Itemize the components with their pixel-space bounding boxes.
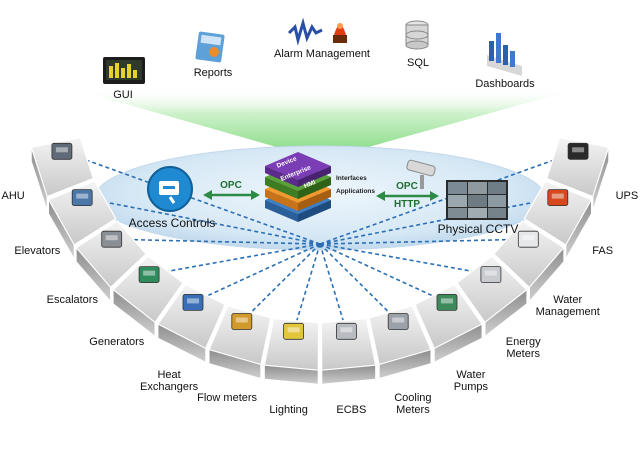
arc-segment-side (47, 197, 75, 261)
arc-segment-side (157, 323, 207, 364)
connection-lines (61, 150, 579, 332)
device-label: FAS (592, 244, 614, 257)
device-label: ECBS (336, 403, 367, 416)
alarm-beacon-icon (287, 17, 347, 46)
arc-segment-side (321, 364, 377, 385)
protocol-opc-right: OPC (396, 181, 418, 192)
connection-line (241, 243, 321, 323)
arc-segment-side (528, 246, 565, 303)
device-label: UPS (615, 189, 639, 202)
flow-meter-icon (231, 313, 253, 330)
label-dashboards: Dashboards (475, 78, 535, 90)
label-alarm-management: Alarm Management (274, 48, 370, 60)
arc-segment-side (378, 349, 432, 380)
label-access-controls: Access Controls (128, 216, 216, 230)
connection-line (82, 196, 321, 245)
ups-icon (567, 142, 589, 160)
connection-line (319, 243, 399, 323)
water-tank-icon (517, 230, 539, 248)
opc-arrow-left (203, 190, 260, 200)
device-label: Heat Exchangers (140, 369, 199, 394)
connection-line (148, 243, 321, 276)
reports-book-icon (195, 31, 225, 63)
arc-segment-side (112, 288, 156, 338)
device-label: Cooling Meters (394, 391, 432, 416)
protocol-http-right: HTTP (393, 199, 421, 210)
arc-segment-side (592, 147, 610, 211)
caption-interfaces: Interfaces (336, 175, 367, 182)
device-label: Elevators (14, 244, 61, 257)
arc-segment-side (208, 349, 262, 380)
label-gui: GUI (113, 89, 133, 101)
connection-line (319, 150, 579, 245)
core-platform-stack (265, 152, 331, 222)
caption-applications: Applications (336, 188, 376, 195)
device-label: Flow meters (197, 391, 258, 404)
device-arc (30, 136, 610, 385)
device-label: Energy Meters (505, 336, 541, 361)
heat-exchanger-icon (182, 293, 204, 311)
label-sql: SQL (406, 57, 429, 69)
cooling-meter-icon (387, 313, 409, 330)
device-label: Generators (89, 336, 145, 349)
connection-line (192, 243, 321, 304)
connection-line (292, 243, 321, 332)
label-reports: Reports (193, 67, 233, 79)
ecbs-panel-icon (335, 322, 357, 340)
device-label: Escalators (46, 294, 98, 306)
escalator-icon (101, 230, 123, 248)
arc-segment-side (263, 364, 319, 385)
label-physical-cctv: Physical CCTV (437, 222, 519, 236)
connection-line (61, 150, 321, 245)
database-icon (405, 20, 429, 50)
arc-segment-side (30, 147, 48, 211)
arc-segment-side (565, 197, 593, 261)
fire-alarm-icon (547, 189, 569, 207)
arc-segment-side (75, 246, 112, 303)
device-label: Lighting (269, 403, 308, 416)
generator-icon (138, 266, 160, 284)
arc-segment-side (433, 323, 483, 364)
energy-meter-icon (480, 266, 502, 284)
dashboard-chart-icon (487, 33, 522, 76)
connection-line (319, 196, 558, 245)
ahu-unit-icon (51, 142, 73, 160)
device-label: AHU (1, 189, 25, 202)
water-pump-icon (436, 293, 458, 311)
device-label: Water Pumps (453, 369, 489, 394)
connection-line (319, 243, 492, 276)
gui-monitor-icon (103, 57, 145, 84)
connection-line (319, 243, 448, 304)
opc-http-arrow-right (376, 191, 439, 201)
green-beam (70, 88, 580, 160)
lighting-icon (283, 322, 305, 340)
device-label: Water Management (535, 294, 600, 318)
elevator-icon (71, 189, 93, 207)
protocol-opc-left: OPC (220, 180, 242, 191)
access-card-icon (147, 166, 193, 212)
cctv-camera-icon (406, 159, 508, 220)
device-icons (51, 142, 589, 340)
arc-segment-side (484, 288, 528, 338)
connection-line (319, 243, 348, 332)
